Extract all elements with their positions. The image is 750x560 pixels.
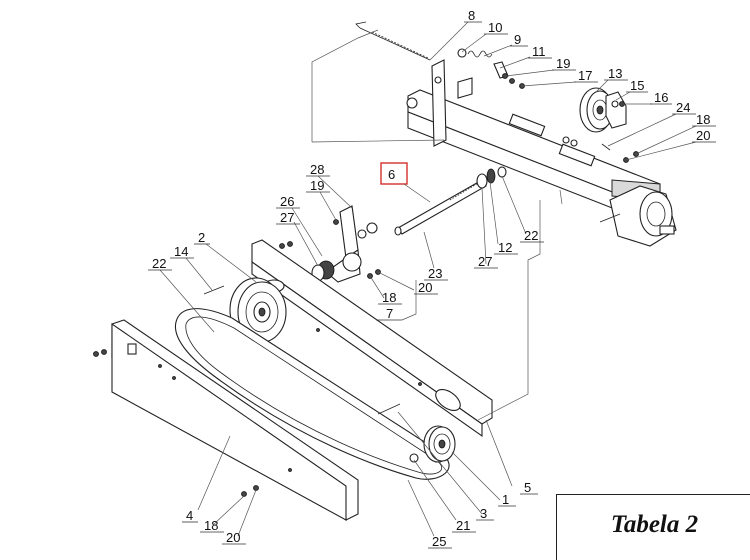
gearbox (599, 185, 677, 247)
highlight-box (380, 162, 408, 185)
callout-label: 3 (480, 506, 487, 521)
callout-label: 22 (524, 228, 538, 243)
callout-label: 18 (204, 518, 218, 533)
callout-label: 10 (488, 20, 502, 35)
arm-bolts (203, 241, 401, 415)
assembly-guide-lines (311, 29, 563, 421)
small-pulley (423, 425, 456, 463)
drive-belt (174, 308, 450, 480)
table-title: Tabela 2 (610, 511, 699, 538)
callout-label: 5 (524, 480, 531, 495)
title-block: Tabela 2 (556, 494, 750, 560)
upper-pulley (579, 87, 627, 133)
callout-label: 12 (498, 240, 512, 255)
callout-label: 18 (696, 112, 710, 127)
callout-label: 23 (428, 266, 442, 281)
callout-label: 27 (478, 254, 492, 269)
callout-label: 24 (676, 100, 690, 115)
callout-label: 7 (386, 306, 393, 321)
callout-label: 13 (608, 66, 622, 81)
callout-label: 28 (310, 162, 324, 177)
threaded-rod (355, 21, 431, 61)
callout-label: 14 (174, 244, 188, 259)
large-pulley (229, 277, 287, 343)
beam-bracket (431, 59, 473, 147)
callout-label: 4 (186, 508, 193, 523)
callout-label: 2 (198, 230, 205, 245)
bearing-bracket (311, 205, 378, 283)
callout-label: 1 (502, 492, 509, 507)
callout-label: 21 (456, 518, 470, 533)
belt-guard-cover (93, 319, 359, 522)
parts-drawing (93, 21, 677, 522)
callout-label: 20 (226, 530, 240, 545)
callout-label: 25 (432, 534, 446, 549)
callout-label: 9 (514, 32, 521, 47)
drive-shaft (394, 166, 507, 236)
callout-label: 27 (280, 210, 294, 225)
callout-label: 15 (630, 78, 644, 93)
callout-label: 19 (310, 178, 324, 193)
callout-label: 22 (152, 256, 166, 271)
callout-label: 16 (654, 90, 668, 105)
callouts: 8 10 9 11 19 17 13 15 16 24 18 20 (148, 8, 716, 549)
highlighted-callout-label: 6 (388, 167, 395, 182)
callout-label: 11 (532, 44, 546, 59)
callout-label: 17 (578, 68, 592, 83)
callout-label: 8 (468, 8, 475, 23)
callout-label: 20 (418, 280, 432, 295)
callout-label: 26 (280, 194, 294, 209)
tensioner-arm-plate (251, 239, 493, 438)
callout-label: 20 (696, 128, 710, 143)
callout-label: 19 (556, 56, 570, 71)
callout-label: 18 (382, 290, 396, 305)
